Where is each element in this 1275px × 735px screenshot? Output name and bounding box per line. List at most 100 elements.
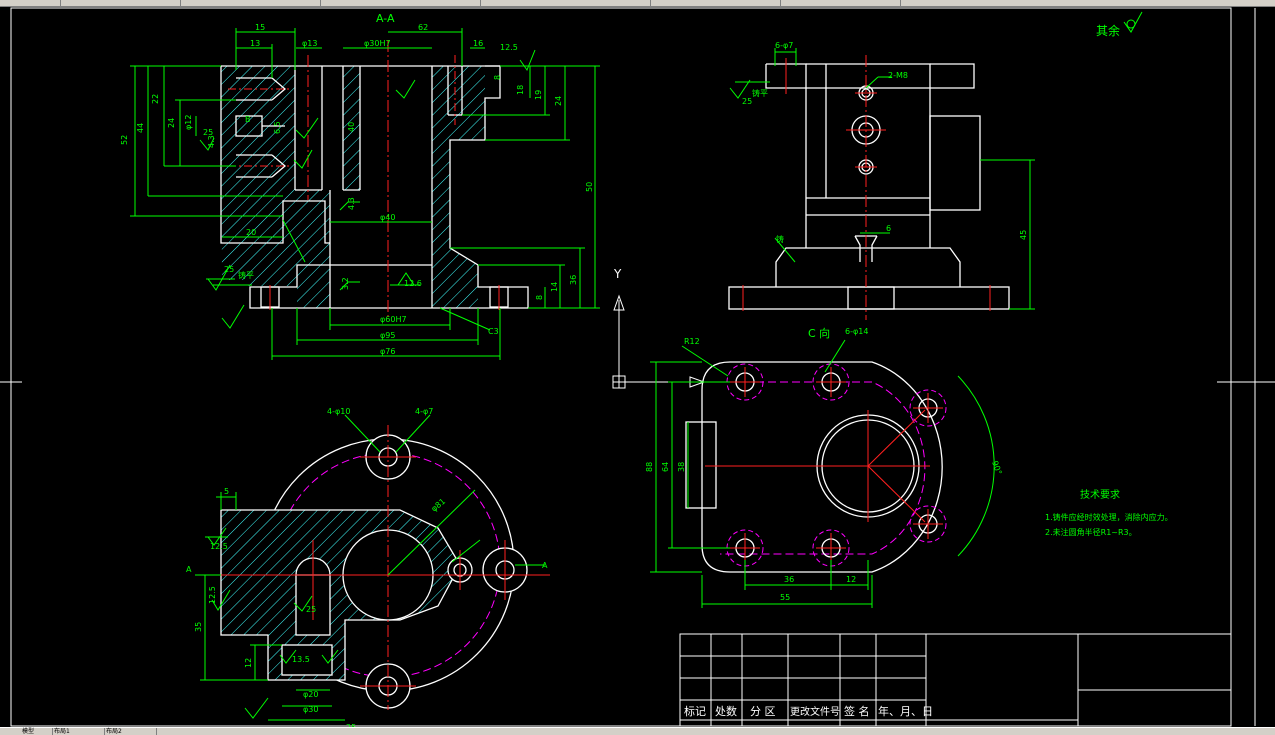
- dim-text: 22: [151, 94, 160, 104]
- dim-text: 19: [534, 90, 543, 100]
- dim-text: 3.2: [341, 277, 350, 290]
- toolbar-segment[interactable]: [480, 0, 651, 6]
- dim-text: 铸平: [752, 88, 768, 98]
- dim-text: 6-φ7: [775, 41, 793, 50]
- plan-dimensions: [195, 414, 545, 721]
- c-direction-view[interactable]: C 向: [645, 326, 1003, 608]
- dim-text: 90°: [990, 460, 1003, 476]
- dim-text: 36: [784, 575, 794, 584]
- dim-text: 6-φ14: [845, 327, 868, 336]
- header-cell: 处数: [715, 705, 737, 718]
- header-cell: 标记: [684, 704, 706, 718]
- title-block-grid: [679, 633, 1232, 727]
- toolbar-segment[interactable]: [780, 0, 901, 6]
- ucs-y-label: Y: [613, 267, 622, 281]
- toolbar-segment[interactable]: [180, 0, 321, 6]
- side-centerlines: [742, 55, 991, 320]
- dim-text: 25: [224, 265, 234, 274]
- dim-text: 25: [742, 97, 752, 106]
- toolbar-segment[interactable]: [320, 0, 481, 6]
- plan-dim-text: 4-φ10 4-φ7 5 12.5 12.5 35 12 φ20 φ30 25 …: [186, 407, 548, 727]
- header-cell: 年、月、日: [878, 704, 933, 718]
- c-view-holes: [726, 363, 947, 567]
- cad-drawing-canvas[interactable]: A-A 15 13 φ13 φ30H7 62 16 12.5 8 18 19 2…: [0, 6, 1275, 727]
- dim-text: φ81: [430, 497, 448, 514]
- dim-text: 88: [645, 462, 654, 472]
- dim-text: 40: [347, 122, 356, 132]
- toolbar-segment[interactable]: [0, 0, 61, 6]
- tab-model[interactable]: 模型: [20, 728, 53, 735]
- toolbar-segment[interactable]: [60, 0, 181, 6]
- dim-text: R12: [684, 337, 700, 346]
- dim-text: 18: [516, 85, 525, 95]
- tab-layout2[interactable]: 布局2: [104, 728, 157, 735]
- dim-text: 8: [493, 75, 502, 80]
- dim-text: φ13: [302, 39, 317, 48]
- dim-text: 62: [418, 23, 428, 32]
- header-cell: 更改文件号: [790, 705, 840, 718]
- dim-text: 12.5: [210, 542, 228, 551]
- title-block[interactable]: 标记 处数 分 区 更改文件号 签 名 年、月、日: [679, 633, 1232, 727]
- dim-text: φ95: [380, 331, 395, 340]
- dim-text: 35: [194, 622, 203, 632]
- layout-tabs-bar: 模型 布局1 布局2: [0, 727, 1275, 735]
- dim-text: 38: [677, 462, 686, 472]
- title-block-headers: 标记 处数 分 区 更改文件号 签 名 年、月、日: [684, 704, 933, 718]
- side-view[interactable]: 6-φ7 2-M8 45 6 25 铸平 铸: [728, 41, 1035, 320]
- dim-text: 44: [136, 123, 145, 133]
- toolbar-segment[interactable]: [650, 0, 781, 6]
- dim-text: 13.5: [292, 655, 310, 664]
- plan-section-view[interactable]: 4-φ10 4-φ7 5 12.5 12.5 35 12 φ20 φ30 25 …: [186, 407, 550, 727]
- dim-text: 20: [246, 228, 256, 237]
- dim-text: φ30: [303, 705, 318, 714]
- dim-text: 4.3: [207, 135, 216, 148]
- plan-centerlines: [200, 425, 550, 710]
- dim-text: 12.5: [500, 43, 518, 52]
- c-view-dim-text: R12 6-φ14 88 64 38 36 12 55 90°: [645, 327, 1003, 602]
- dim-text: C3: [488, 327, 499, 336]
- dim-text: 52: [120, 135, 129, 145]
- technical-requirements: 技术要求 1.铸件应经时效处理，消除内应力。 2.未注圆角半径R1~R3。: [1045, 488, 1173, 537]
- dim-text: 25: [306, 605, 316, 614]
- side-dim-text: 6-φ7 2-M8 45 6 25 铸平 铸: [742, 41, 1028, 244]
- dim-text: φ76: [380, 347, 395, 356]
- tech-req-title: 技术要求: [1080, 488, 1120, 501]
- dim-text: 12: [244, 658, 253, 668]
- section-hatch: [221, 66, 485, 308]
- centerlines: [228, 40, 500, 320]
- drawing-frame: [0, 7, 1275, 727]
- dim-text: 6: [886, 224, 891, 233]
- c-view-centerlines: [705, 367, 943, 563]
- c-view-dimensions: [650, 339, 995, 608]
- dim-text: 6.5: [273, 121, 282, 134]
- dim-text: 5: [224, 487, 229, 496]
- roughness-note-text: 其余: [1096, 23, 1120, 38]
- header-cell: 签 名: [844, 704, 870, 718]
- dim-text: 55: [780, 593, 790, 602]
- section-outline: [220, 65, 529, 309]
- dim-text: 14: [550, 282, 559, 292]
- dim-text: φ20: [303, 690, 318, 699]
- dim-text: 16: [473, 39, 483, 48]
- dim-text: 36: [569, 275, 578, 285]
- dim-text: 12.5: [208, 586, 217, 604]
- dim-text: φ60H7: [380, 315, 407, 324]
- view-c-title: C 向: [808, 326, 830, 340]
- dim-text: 25: [346, 723, 356, 727]
- section-marker-left: A: [186, 565, 192, 574]
- front-section-view[interactable]: A-A 15 13 φ13 φ30H7 62 16 12.5 8 18 19 2…: [120, 12, 600, 360]
- dim-text: 8: [535, 295, 544, 300]
- front-dim-text: A-A 15 13 φ13 φ30H7 62 16 12.5 8 18 19 2…: [120, 12, 594, 356]
- ucs-icon: Y: [612, 267, 706, 389]
- dim-text: φ40: [380, 213, 395, 222]
- dim-text: 12: [846, 575, 856, 584]
- dim-text: 24: [554, 96, 563, 106]
- header-cell: 分 区: [750, 705, 776, 718]
- section-title: A-A: [376, 12, 395, 25]
- dim-text: 13: [250, 39, 260, 48]
- dim-text: 24: [167, 118, 176, 128]
- section-marker-right: A: [542, 561, 548, 570]
- tab-layout1[interactable]: 布局1: [52, 728, 105, 735]
- roughness-note: 其余: [1096, 11, 1143, 38]
- dim-text: B: [245, 115, 251, 124]
